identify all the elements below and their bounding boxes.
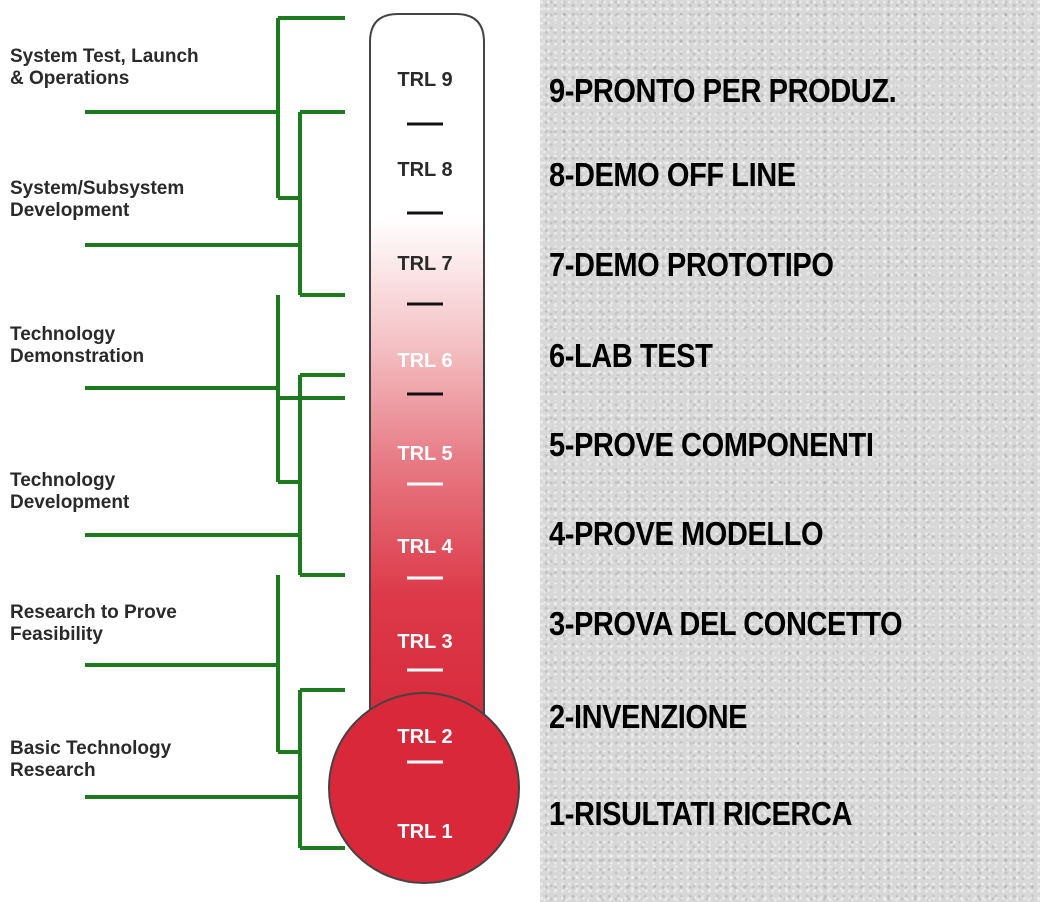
trl-level-label: TRL 2 bbox=[397, 726, 452, 748]
trl-level-labels: TRL 9 TRL 8 TRL 7 TRL 6 TRL 5 TRL 4 TRL 3 TRL 2… bbox=[397, 69, 453, 843]
stage-label-technology-demonstration: Technology Demonstration bbox=[10, 324, 145, 367]
thermometer-tube bbox=[369, 13, 485, 741]
stage-label-technology-development: Technology Development bbox=[10, 470, 130, 513]
stage-label-feasibility-research: Research to Prove Feasibility bbox=[10, 602, 177, 645]
phase-item: 9-PRONTO PER PRODUZ. bbox=[549, 72, 897, 109]
trl-level-label: TRL 5 bbox=[397, 443, 452, 465]
stage-label-operations: System Test, Launch & Operations bbox=[10, 46, 199, 89]
phase-item: 8-DEMO OFF LINE bbox=[549, 156, 796, 193]
phase-item: 3-PROVA DEL CONCETTO bbox=[549, 605, 903, 642]
stage-bracket-lines bbox=[85, 16, 345, 850]
phase-item: 7-DEMO PROTOTIPO bbox=[549, 246, 834, 283]
trl-level-label: TRL 4 bbox=[397, 536, 453, 558]
trl-level-label: TRL 7 bbox=[397, 253, 452, 275]
thermometer-bulb bbox=[328, 692, 520, 884]
trl-level-label: TRL 3 bbox=[397, 631, 452, 653]
phase-item: 1-RISULTATI RICERCA bbox=[549, 795, 853, 832]
phase-list-panel bbox=[540, 0, 1040, 902]
trl-level-label: TRL 9 bbox=[397, 69, 452, 91]
phase-item: 6-LAB TEST bbox=[549, 337, 713, 374]
phase-item: 2-INVENZIONE bbox=[549, 698, 748, 735]
stage-label-basic-research: Basic Technology Research bbox=[10, 738, 172, 781]
trl-tick-marks bbox=[407, 122, 443, 764]
trl-level-label: TRL 6 bbox=[397, 350, 452, 372]
stage-label-system-development: System/Subsystem Development bbox=[10, 178, 185, 221]
phase-item: 5-PROVE COMPONENTI bbox=[549, 426, 874, 463]
trl-level-label: TRL 1 bbox=[397, 821, 452, 843]
phase-item: 4-PROVE MODELLO bbox=[549, 515, 824, 552]
trl-level-label: TRL 8 bbox=[397, 159, 452, 181]
